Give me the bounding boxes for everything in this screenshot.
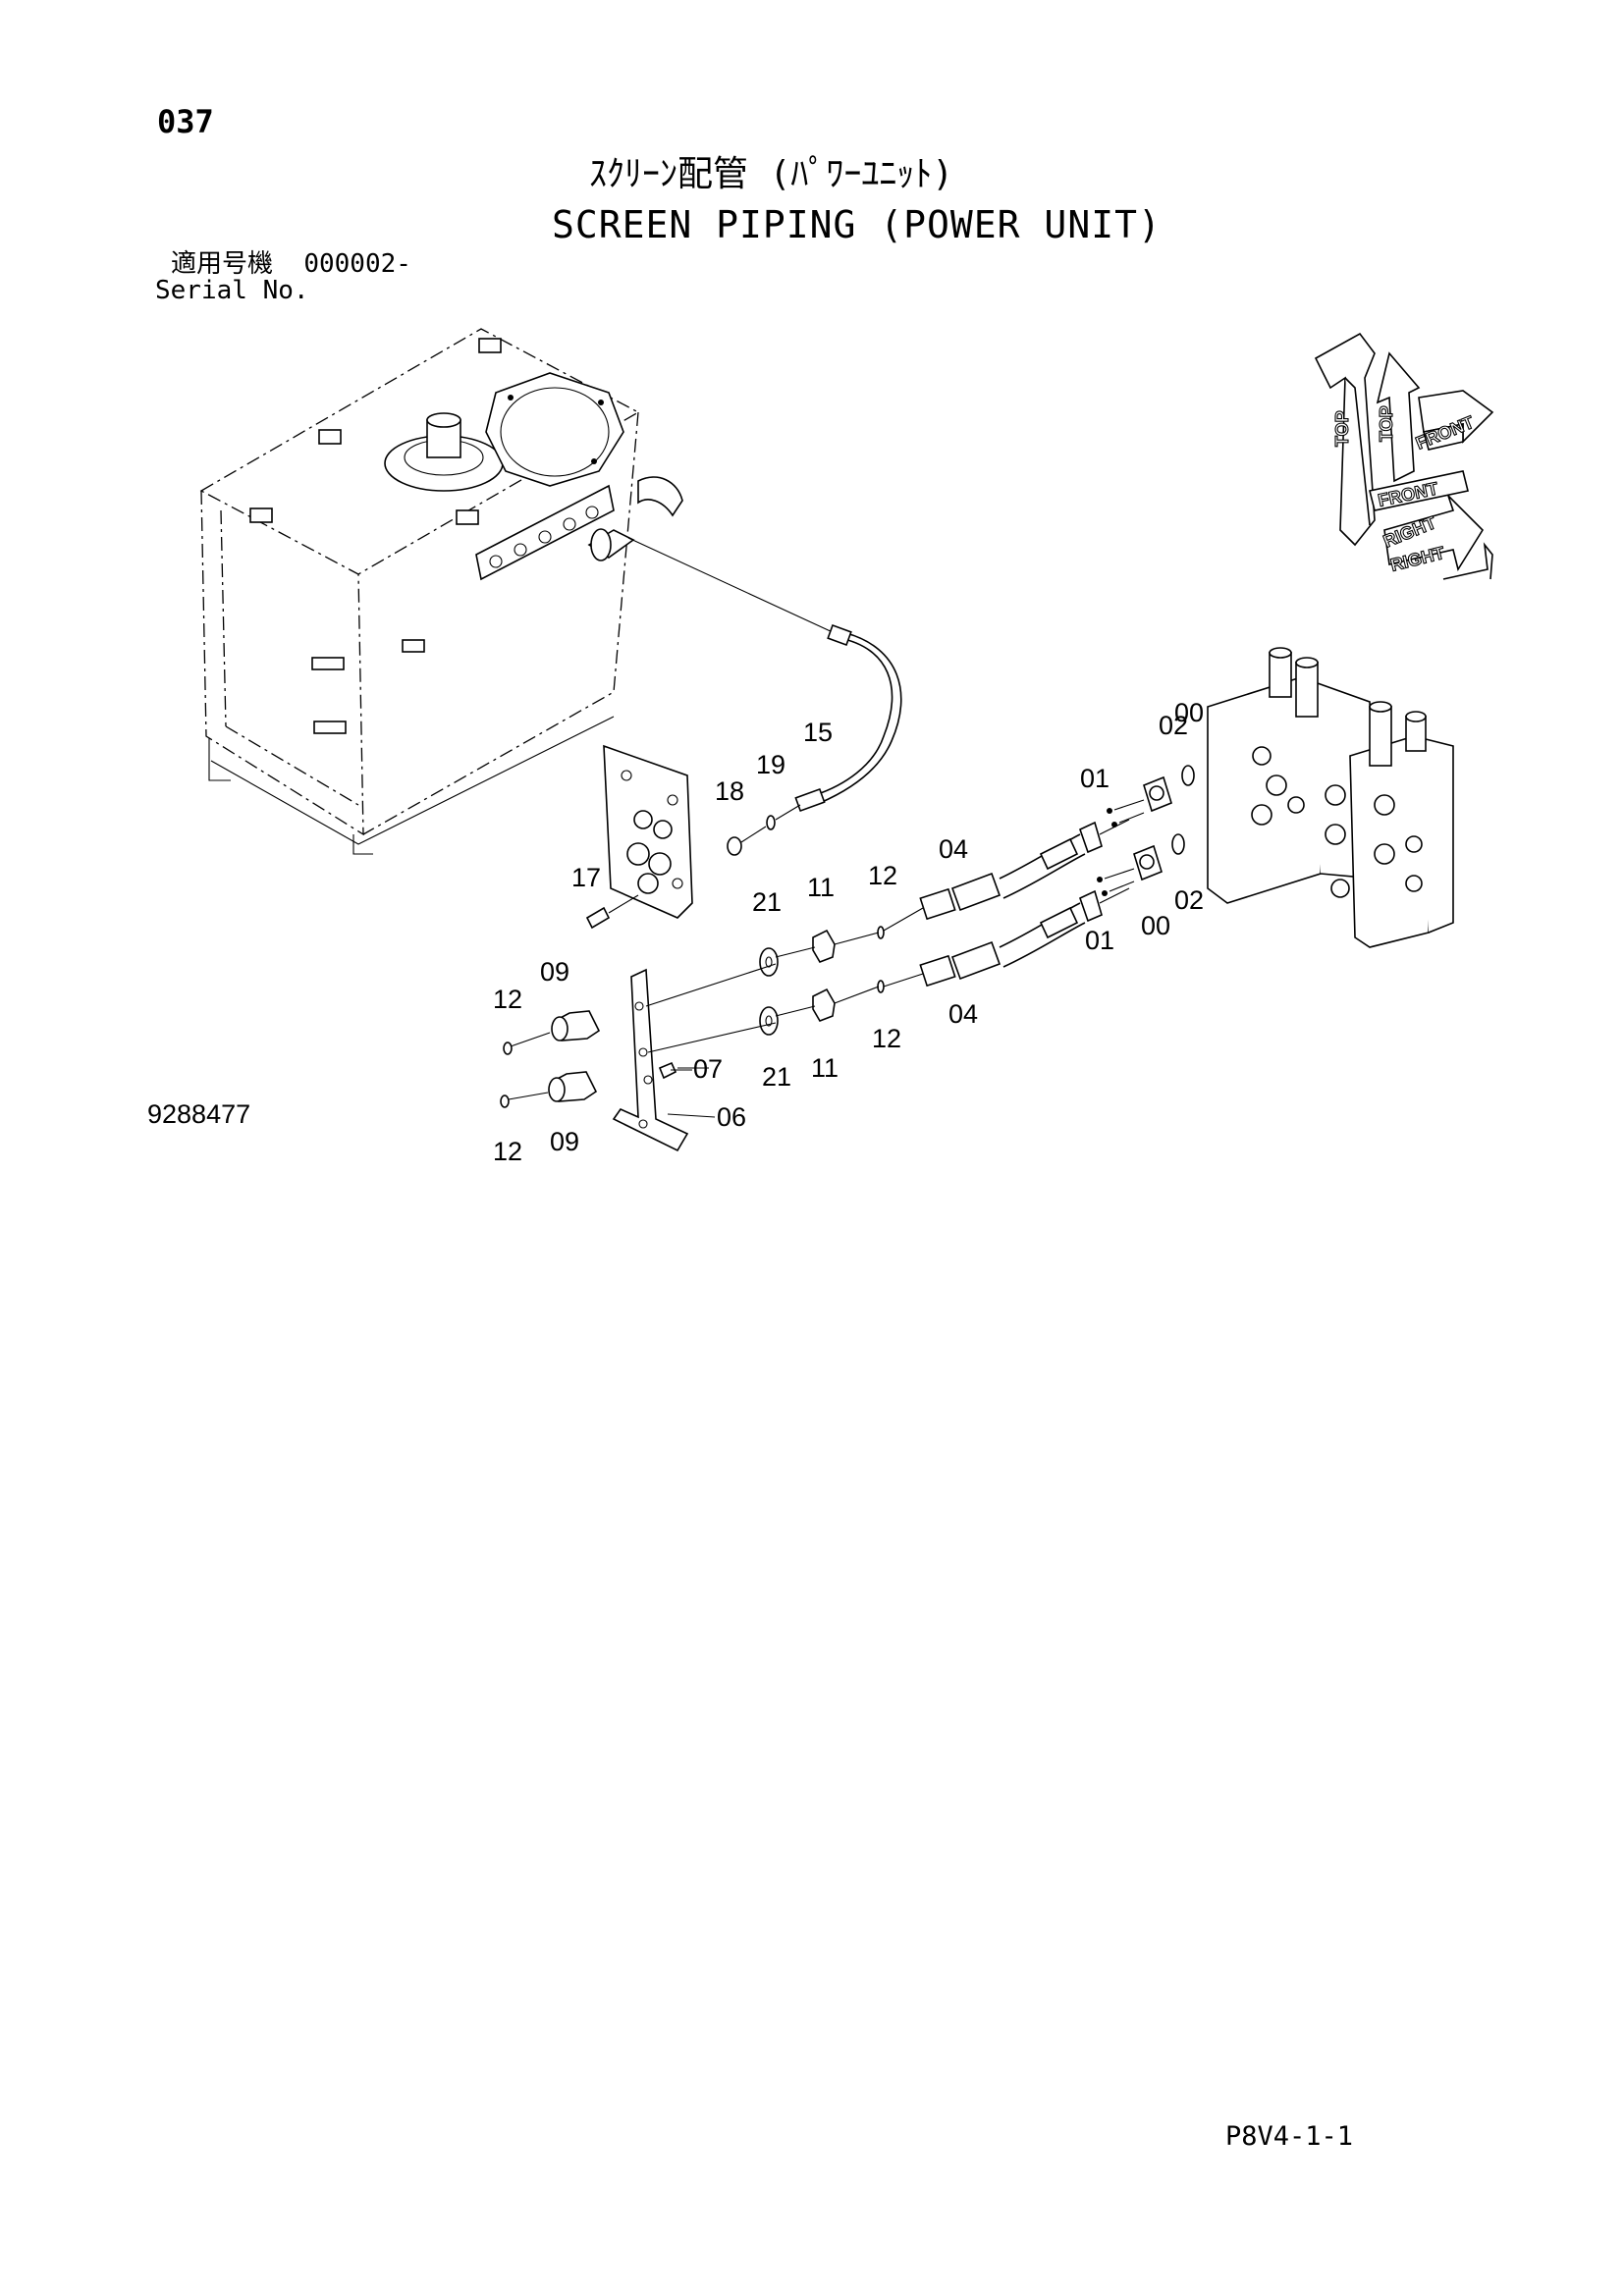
callout-01-lower: 01 bbox=[1085, 926, 1114, 955]
callout-07: 07 bbox=[693, 1054, 723, 1084]
serial-line-japanese: 適用号機 000002- bbox=[171, 251, 411, 277]
serial-label-japanese: 適用号機 bbox=[171, 249, 274, 279]
callout-02-upper: 02 bbox=[1159, 711, 1188, 740]
orientation-label-top-left: TOP bbox=[1332, 410, 1352, 447]
callout-11-lower: 11 bbox=[811, 1053, 839, 1083]
callout-17: 17 bbox=[571, 863, 601, 892]
callout-12-right-lower: 12 bbox=[872, 1024, 901, 1053]
callout-00-upper: 00 bbox=[1174, 698, 1204, 727]
serial-value: 000002- bbox=[303, 249, 411, 279]
callout-21-upper: 21 bbox=[752, 887, 782, 917]
callout-12-right-upper: 12 bbox=[868, 861, 897, 890]
drawing-number: 9288477 bbox=[147, 1099, 251, 1129]
title-japanese: ｽｸﾘｰﾝ配管 (ﾊﾟﾜｰﾕﾆｯﾄ) bbox=[589, 154, 954, 194]
callout-02-lower: 02 bbox=[1174, 885, 1204, 915]
callout-04-upper: 04 bbox=[939, 834, 968, 864]
callout-21-lower: 21 bbox=[762, 1062, 791, 1092]
control-valve-block bbox=[1207, 647, 1454, 948]
callout-06: 06 bbox=[717, 1102, 746, 1132]
callout-12-left-upper: 12 bbox=[493, 985, 522, 1014]
callout-00-lower: 00 bbox=[1141, 911, 1170, 940]
adapter-fittings bbox=[500, 1010, 601, 1108]
nuts-and-washers bbox=[759, 907, 924, 1036]
callout-09-lower: 09 bbox=[550, 1127, 579, 1156]
title-english: SCREEN PIPING (POWER UNIT) bbox=[552, 203, 1162, 246]
callout-12-left-lower: 12 bbox=[493, 1137, 522, 1166]
part-callouts: 00 00 01 01 02 02 04 04 06 07 09 09 11 1… bbox=[493, 698, 1204, 1166]
hose-04-lower bbox=[919, 887, 1130, 988]
serial-label-english: Serial No. bbox=[155, 276, 309, 305]
hydraulic-tank bbox=[199, 328, 683, 855]
callout-15: 15 bbox=[803, 718, 833, 747]
callout-09-upper: 09 bbox=[540, 957, 569, 987]
orientation-indicator: TOP TOP FRONT FRONT RIGHT RIGHT bbox=[1314, 332, 1494, 580]
page-code: P8V4-1-1 bbox=[1225, 2121, 1354, 2152]
callout-19: 19 bbox=[756, 750, 785, 779]
mounting-plate bbox=[603, 744, 693, 919]
split-flanges bbox=[1097, 765, 1195, 896]
callout-18: 18 bbox=[715, 776, 744, 806]
orientation-label-top: TOP bbox=[1377, 405, 1396, 442]
callout-04-lower: 04 bbox=[948, 999, 978, 1029]
page-number: 037 bbox=[157, 103, 214, 140]
callout-11-upper: 11 bbox=[807, 873, 835, 902]
support-bracket bbox=[612, 963, 777, 1152]
plate-fittings bbox=[585, 804, 801, 930]
callout-01-upper: 01 bbox=[1080, 764, 1110, 793]
hose-15 bbox=[627, 537, 902, 813]
hose-04-upper bbox=[919, 819, 1130, 921]
